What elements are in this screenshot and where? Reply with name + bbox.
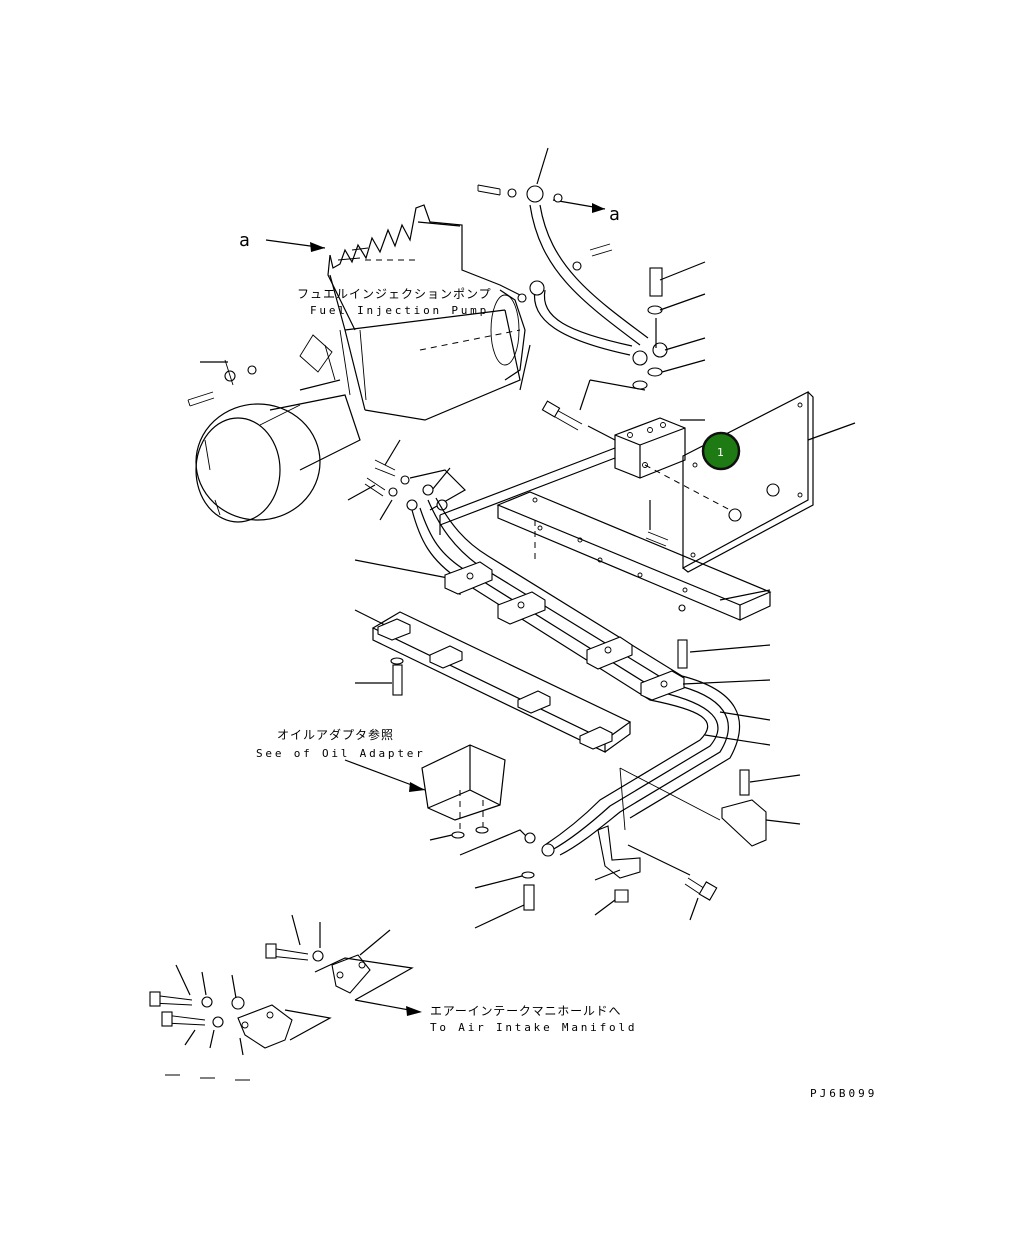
intake-label-en: To Air Intake Manifold (430, 1021, 637, 1034)
bolt-stack-right (579, 261, 706, 411)
text-labels: a a フュエルインジェクションポンプ Fuel Injection Pump … (239, 204, 877, 1100)
pump-label-jp: フュエルインジェクションポンプ (297, 287, 492, 301)
callout-number: 1 (717, 446, 724, 459)
fuel-hose-upper (477, 147, 668, 391)
callout-badge[interactable]: 1 (701, 431, 741, 471)
mounting-block (439, 400, 731, 526)
bracket-right (594, 769, 801, 921)
pump-label-en: Fuel Injection Pump (310, 304, 489, 317)
pipe-clamps (444, 561, 771, 831)
clamp-bar-lower (355, 611, 632, 753)
fuel-injection-pump (195, 204, 526, 523)
air-intake-parts (149, 914, 422, 1081)
oil-adapter (344, 744, 555, 929)
oil-adapter-label-en: See of Oil Adapter (256, 747, 426, 760)
arrow-a-left-label: a (239, 230, 250, 251)
left-fittings (187, 359, 466, 521)
intake-label-jp: エアーインテークマニホールドへ (430, 1004, 621, 1018)
pipe-bundle (354, 497, 740, 856)
mounting-plate (645, 391, 856, 573)
drawing-code: PJ6B099 (810, 1087, 877, 1100)
clamp-bar-upper (496, 491, 772, 669)
arrow-a-right-label: a (609, 204, 620, 225)
oil-adapter-label-jp: オイルアダプタ参照 (277, 727, 394, 742)
